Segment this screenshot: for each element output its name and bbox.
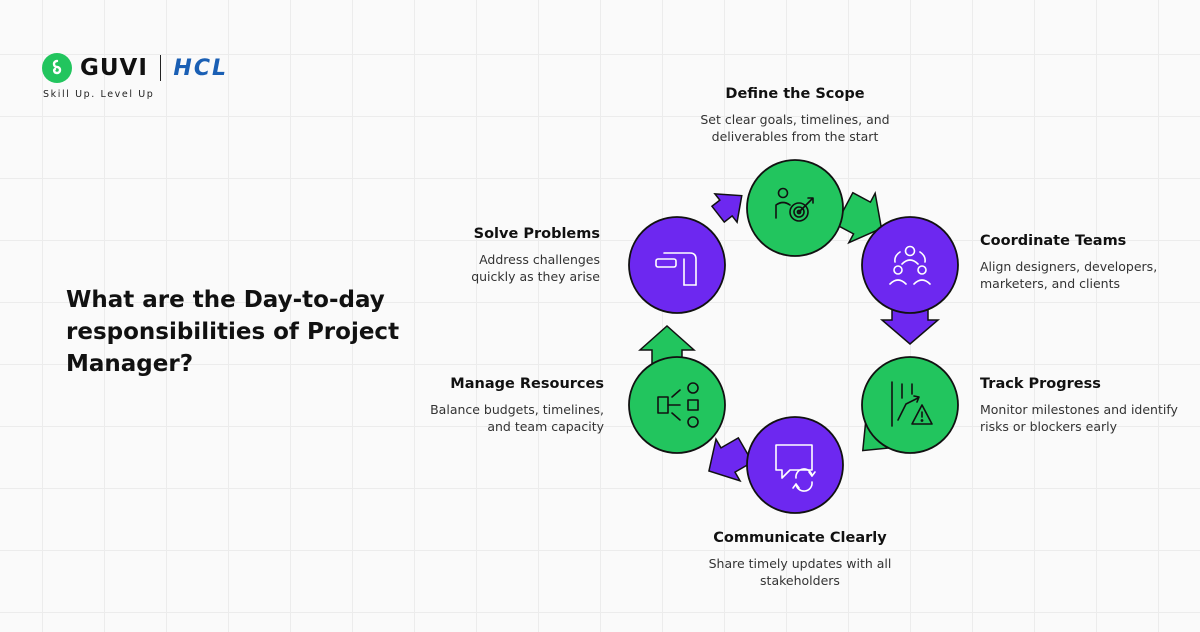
step-description: Monitor milestones and identify risks or… bbox=[980, 402, 1178, 434]
step-circle-coordinate-teams bbox=[861, 216, 959, 314]
step-circle-track-progress bbox=[861, 356, 959, 454]
team-group-icon bbox=[889, 245, 931, 285]
step-description: Balance budgets, timelines, and team cap… bbox=[430, 402, 604, 434]
step-description: Set clear goals, timelines, and delivera… bbox=[700, 112, 890, 144]
step-title: Solve Problems bbox=[473, 226, 600, 242]
step-label-coordinate-teams: Coordinate Teams Align designers, develo… bbox=[980, 233, 1180, 292]
step-title: Coordinate Teams bbox=[980, 233, 1127, 249]
route-path-icon bbox=[655, 252, 697, 286]
step-label-manage-resources: Manage Resources Balance budgets, timeli… bbox=[412, 376, 604, 435]
step-description: Share timely updates with all stakeholde… bbox=[708, 556, 892, 588]
step-title: Manage Resources bbox=[450, 376, 604, 392]
step-description: Address challenges quickly as they arise bbox=[471, 252, 600, 284]
step-title: Track Progress bbox=[980, 376, 1101, 392]
step-circle-solve-problems bbox=[628, 216, 726, 314]
step-label-communicate: Communicate Clearly Share timely updates… bbox=[695, 530, 905, 589]
guvi-brand-name: GUVI bbox=[80, 55, 148, 81]
page-title: What are the Day-to-day responsibilities… bbox=[66, 287, 400, 377]
resource-distribution-icon bbox=[657, 382, 699, 428]
brand-tagline: Skill Up. Level Up bbox=[43, 89, 155, 100]
chart-warning-icon bbox=[891, 381, 933, 427]
chat-refresh-icon bbox=[775, 444, 816, 492]
step-circle-communicate bbox=[746, 416, 844, 514]
step-label-solve-problems: Solve Problems Address challenges quickl… bbox=[440, 226, 600, 285]
guvi-logo-icon bbox=[42, 53, 72, 83]
arrow-solve-to-scope bbox=[710, 192, 743, 224]
step-title: Communicate Clearly bbox=[713, 530, 887, 546]
step-label-track-progress: Track Progress Monitor milestones and id… bbox=[980, 376, 1185, 435]
target-person-icon bbox=[775, 187, 814, 222]
step-label-define-scope: Define the Scope Set clear goals, timeli… bbox=[690, 86, 900, 145]
hcl-brand-name: HCL bbox=[173, 55, 228, 81]
step-title: Define the Scope bbox=[725, 86, 865, 102]
step-description: Align designers, developers, marketers, … bbox=[980, 259, 1158, 291]
brand-logo: GUVI HCL Skill Up. Level Up bbox=[42, 53, 228, 100]
logo-divider bbox=[159, 55, 162, 81]
